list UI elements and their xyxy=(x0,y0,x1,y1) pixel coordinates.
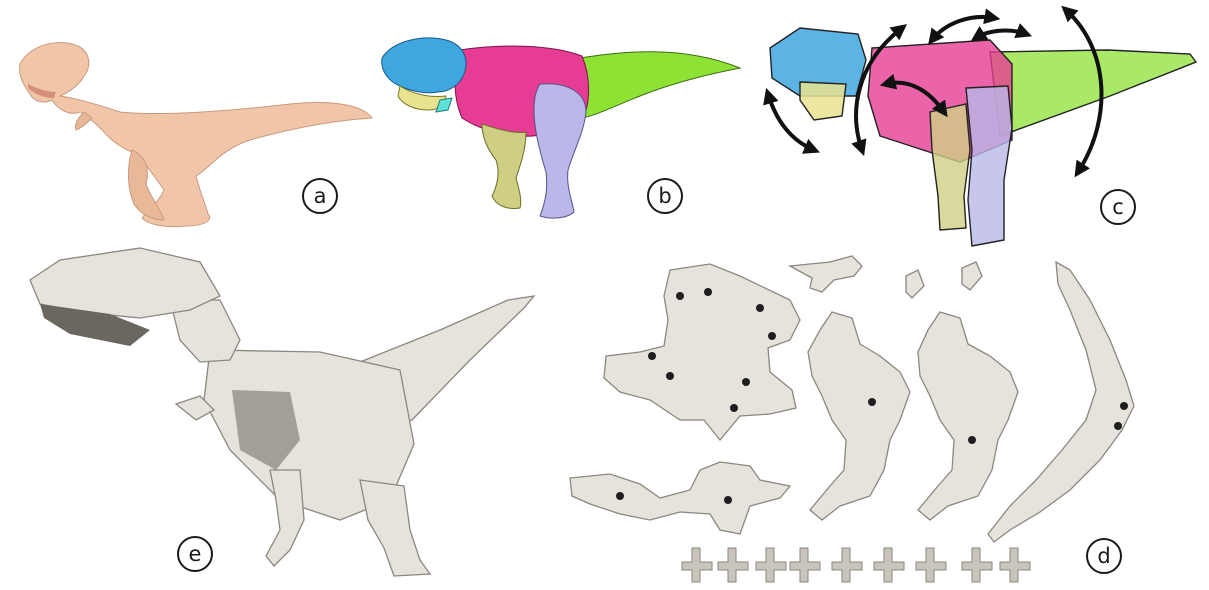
motion-arrow-torso-top xyxy=(932,17,994,40)
piece-hole xyxy=(724,496,732,504)
piece-small-curl xyxy=(962,262,982,290)
piece-hole xyxy=(676,292,684,300)
piece-hole xyxy=(868,398,876,406)
cross-connector xyxy=(1000,548,1030,582)
piece-small-head xyxy=(790,256,862,292)
panel-c-planar-abstraction: c xyxy=(768,10,1196,246)
piece-hole xyxy=(1120,402,1128,410)
segment-tail xyxy=(580,52,740,118)
panel-b-segmented-model: b xyxy=(382,38,740,218)
motion-arrow-hip xyxy=(976,31,1026,38)
piece-lower xyxy=(570,462,790,534)
cross-connector xyxy=(962,548,992,582)
panel-a-skin-model: a xyxy=(20,43,372,227)
panel-d-cutout-pieces: d xyxy=(570,256,1134,582)
piece-hole xyxy=(968,436,976,444)
piece-torso xyxy=(604,264,800,440)
plane-leg-back xyxy=(930,104,970,230)
cross-connector xyxy=(832,548,862,582)
cross-connectors xyxy=(682,548,1030,582)
plane-leg-front xyxy=(966,86,1012,246)
piece-hole xyxy=(704,288,712,296)
panel-b-label: b xyxy=(658,184,671,208)
panel-e-assembled-model: e xyxy=(30,248,534,576)
piece-hole xyxy=(1114,422,1122,430)
cross-connector xyxy=(718,548,748,582)
piece-hole xyxy=(648,352,656,360)
cross-connector xyxy=(916,548,946,582)
cross-connector xyxy=(682,548,712,582)
piece-hole xyxy=(742,378,750,386)
piece-hole xyxy=(756,304,764,312)
panel-a-label: a xyxy=(314,184,327,208)
piece-small-hook xyxy=(906,270,924,298)
panel-c-label: c xyxy=(1112,195,1124,219)
panel-e-label: e xyxy=(189,542,202,566)
cross-connector xyxy=(874,548,904,582)
cardboard-leg-front xyxy=(360,480,430,576)
piece-hole xyxy=(666,372,674,380)
piece-hole xyxy=(616,492,624,500)
piece-hole xyxy=(768,332,776,340)
segment-leg-front xyxy=(534,84,586,218)
piece-leg-1 xyxy=(808,312,910,520)
cross-connector xyxy=(790,548,820,582)
segment-leg-back xyxy=(482,124,526,209)
cross-connector xyxy=(756,548,786,582)
piece-hole xyxy=(730,404,738,412)
plane-jaw xyxy=(800,82,846,120)
plane-tail xyxy=(990,50,1196,136)
panel-d-label: d xyxy=(1097,544,1110,568)
piece-leg-2 xyxy=(918,312,1018,520)
segment-head xyxy=(382,38,466,93)
